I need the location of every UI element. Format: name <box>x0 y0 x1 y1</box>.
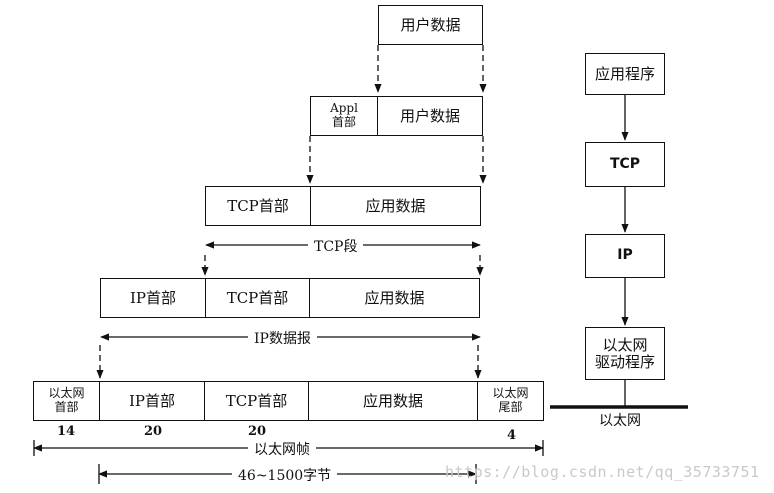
ip-datagram-label: IP数据报 <box>248 328 317 348</box>
payload-size-label: 46~1500字节 <box>232 465 338 485</box>
app-data-field: 应用数据 <box>365 196 426 215</box>
ethernet-frame-packet: 以太网 首部 IP首部 TCP首部 应用数据 以太网 尾部 <box>33 381 544 421</box>
app-data-field: 应用数据 <box>309 382 478 420</box>
stack-ip-label: IP <box>617 247 633 264</box>
ip-datagram-packet: IP首部 TCP首部 应用数据 <box>100 278 480 318</box>
stack-network-label: 以太网 <box>599 413 641 429</box>
stack-driver-label: 以太网 驱动程序 <box>594 336 655 371</box>
tcp-input-packet: Appl 首部 用户数据 <box>310 96 483 136</box>
eth-trailer-field: 以太网 尾部 <box>492 386 529 414</box>
tcp-segment-packet: TCP首部 应用数据 <box>205 186 481 226</box>
user-data-field: 用户数据 <box>400 15 461 34</box>
size-eth-header: 14 <box>57 424 76 439</box>
tcp-segment-label: TCP段 <box>308 236 364 256</box>
stack-ip-box: IP <box>585 234 665 278</box>
user-data-field: 用户数据 <box>399 106 460 125</box>
stack-application-label: 应用程序 <box>594 64 655 83</box>
tcp-header-field: TCP首部 <box>206 279 310 317</box>
appl-header-field: Appl 首部 <box>311 97 378 135</box>
app-layer-packet: 用户数据 <box>378 5 483 45</box>
stack-tcp-label: TCP <box>609 155 641 172</box>
ip-header-field: IP首部 <box>101 279 206 317</box>
stack-driver-box: 以太网 驱动程序 <box>585 327 665 380</box>
ethernet-frame-label: 以太网帧 <box>248 439 316 459</box>
tcp-header-field: TCP首部 <box>205 382 309 420</box>
eth-header-field: 以太网 首部 <box>34 382 100 420</box>
size-ip-header: 20 <box>144 424 163 439</box>
tcp-header-field: TCP首部 <box>206 187 311 225</box>
stack-tcp-box: TCP <box>585 142 665 187</box>
ip-header-field: IP首部 <box>100 382 205 420</box>
stack-application-box: 应用程序 <box>585 53 665 95</box>
size-eth-trailer: 4 <box>507 428 517 443</box>
app-data-field: 应用数据 <box>364 288 425 307</box>
watermark-text: https://blog.csdn.net/qq_35733751 <box>445 463 760 481</box>
size-tcp-header: 20 <box>248 424 267 439</box>
